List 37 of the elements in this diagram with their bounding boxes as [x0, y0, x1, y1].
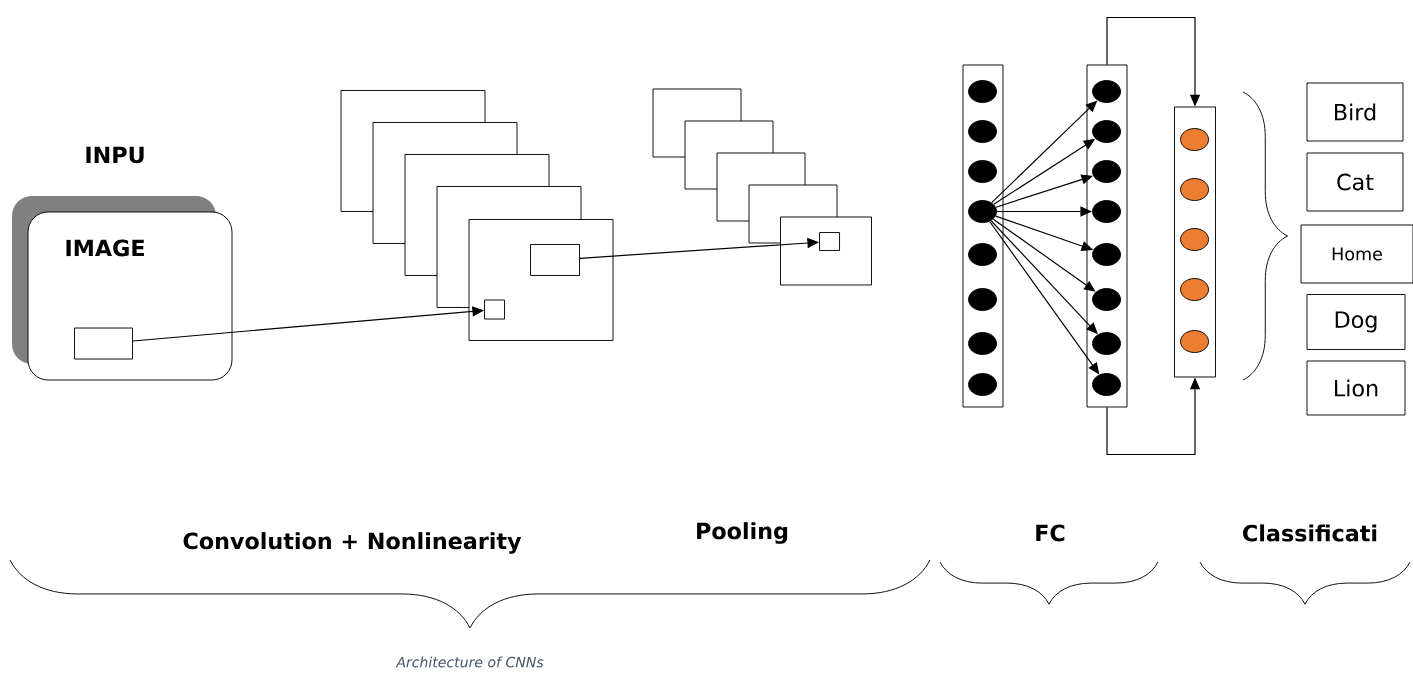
- neuron-dot: [968, 332, 997, 355]
- neuron-dot: [1092, 120, 1121, 143]
- stage-label: Convolution + Nonlinearity: [183, 532, 522, 554]
- class-box: Lion: [1306, 360, 1406, 416]
- neuron-dot: [1180, 178, 1209, 201]
- neuron-dot: [968, 80, 997, 103]
- neuron-dot: [1092, 243, 1121, 266]
- region-box: [819, 232, 840, 251]
- neuron-dot: [968, 160, 997, 183]
- neuron-dot: [968, 288, 997, 311]
- stage-label: FC: [1036, 524, 1065, 542]
- caption: Architecture of CNNs: [395, 656, 544, 668]
- neuron-dot: [968, 200, 997, 223]
- neuron-dot: [968, 120, 997, 143]
- region-box: [484, 299, 505, 320]
- neuron-dot: [1092, 288, 1121, 311]
- neuron-dot: [1180, 228, 1209, 251]
- arrow: [992, 218, 1096, 292]
- neuron-dot: [1092, 160, 1121, 183]
- heading: INPU: [86, 146, 144, 164]
- class-box: Home: [1300, 224, 1413, 284]
- neuron-dot: [1092, 332, 1121, 355]
- neuron-dot: [1180, 330, 1209, 353]
- class-box: Bird: [1306, 82, 1404, 142]
- neuron-dot: [968, 373, 997, 396]
- neuron-dot: [1092, 80, 1121, 103]
- neuron-dot: [1092, 200, 1121, 223]
- region-box: [530, 244, 580, 276]
- neuron-dot: [968, 243, 997, 266]
- class-box: Dog: [1306, 294, 1406, 350]
- neuron-dot: [1092, 373, 1121, 396]
- feature-map: [780, 216, 872, 286]
- stage-label: Classificati: [1243, 524, 1377, 542]
- neuron-dot: [1180, 128, 1209, 151]
- neuron-dot: [1180, 278, 1209, 301]
- class-box: Cat: [1306, 152, 1404, 212]
- stage-label: Pooling: [697, 522, 788, 544]
